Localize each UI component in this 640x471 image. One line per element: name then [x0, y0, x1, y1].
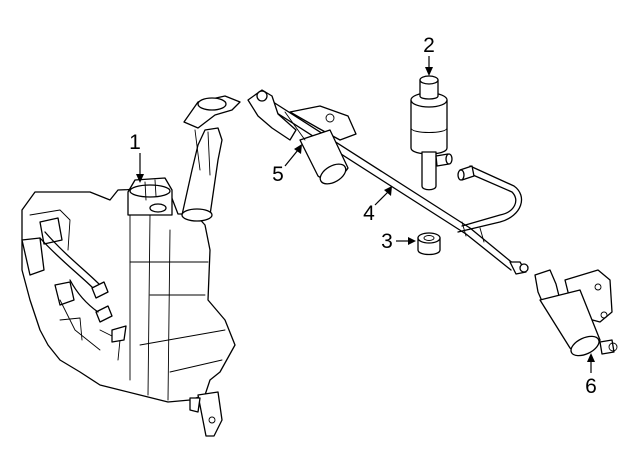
- callout-label-1: 1: [129, 131, 141, 154]
- grommet-part[interactable]: [417, 232, 441, 256]
- washer-nozzle-right-part[interactable]: [534, 269, 618, 360]
- arrow-icon: [384, 186, 392, 196]
- arrow-icon: [587, 353, 595, 362]
- callout-label-2: 2: [423, 34, 435, 57]
- arrow-icon: [136, 174, 144, 183]
- arrow-icon: [408, 237, 416, 245]
- callout-3: 3: [381, 230, 416, 253]
- callout-label-4: 4: [363, 202, 375, 225]
- callout-label-6: 6: [585, 375, 597, 398]
- hose-part[interactable]: [265, 99, 529, 275]
- arrow-icon: [294, 144, 302, 154]
- washer-reservoir-part[interactable]: [21, 95, 241, 437]
- callout-4: 4: [363, 186, 392, 225]
- callout-label-3: 3: [381, 230, 393, 253]
- washer-nozzle-left-part[interactable]: [247, 89, 357, 188]
- arrow-icon: [425, 67, 433, 76]
- callout-1: 1: [129, 131, 144, 183]
- callout-2: 2: [423, 34, 435, 76]
- callout-label-5: 5: [272, 163, 284, 186]
- washer-pump-part[interactable]: [410, 75, 453, 191]
- callout-5: 5: [272, 144, 302, 186]
- callout-6: 6: [585, 353, 597, 398]
